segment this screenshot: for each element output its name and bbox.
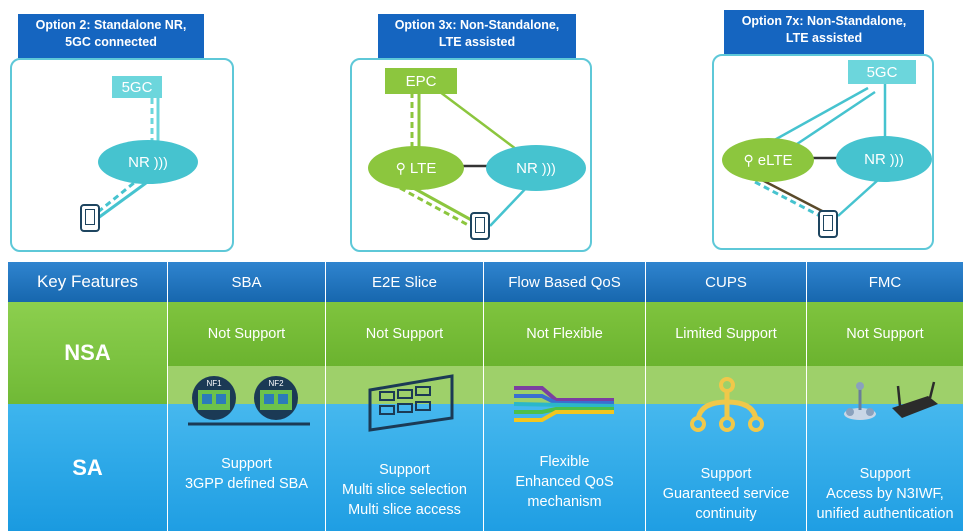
sa-fmc-line2: Access by N3IWF, bbox=[826, 486, 944, 502]
option3x-lte-node: ⚲ LTE bbox=[368, 146, 464, 190]
option2-nr-node: NR ))) bbox=[98, 140, 198, 184]
option2-title: Option 2: Standalone NR, 5GC connected bbox=[18, 14, 204, 58]
col-header-flow-qos: Flow Based QoS bbox=[484, 262, 645, 302]
option2-title-line2: 5GC connected bbox=[65, 35, 157, 49]
sa-e2e-line3: Multi slice access bbox=[348, 502, 461, 518]
option7x-elte-label: eLTE bbox=[757, 151, 793, 169]
nf2-label: NF2 bbox=[268, 379, 284, 388]
sa-qos-line2: Enhanced QoS bbox=[515, 474, 614, 490]
option7x-title: Option 7x: Non-Standalone, LTE assisted bbox=[724, 10, 924, 54]
tower-icon: ⚲ bbox=[395, 159, 406, 176]
option7x-nr-node: NR ))) bbox=[836, 136, 932, 182]
sa-e2e-line2: Multi slice selection bbox=[342, 482, 467, 498]
col-header-e2e-slice: E2E Slice bbox=[326, 262, 483, 302]
sa-cell-flow-qos: Flexible Enhanced QoS mechanism bbox=[484, 452, 645, 512]
slice-grid-icon bbox=[366, 374, 456, 432]
sa-cell-cups: Support Guaranteed service continuity bbox=[646, 464, 806, 524]
sa-row-label: SA bbox=[8, 404, 167, 531]
option7x-phone-icon bbox=[818, 210, 838, 238]
mid-band-fmc bbox=[807, 366, 963, 404]
sa-band-cups bbox=[646, 404, 806, 531]
sa-band-flow-qos bbox=[484, 404, 645, 531]
option3x-title: Option 3x: Non-Standalone, LTE assisted bbox=[378, 14, 576, 58]
nsa-cell-cups: Limited Support bbox=[646, 302, 806, 366]
flow-streams-icon bbox=[512, 382, 616, 428]
split-plane-icon bbox=[686, 376, 768, 432]
signal-icon: ))) bbox=[889, 151, 904, 167]
mid-band-flow-qos bbox=[484, 366, 645, 404]
nsa-cell-fmc: Not Support bbox=[807, 302, 963, 366]
sa-fmc-line1: Support bbox=[859, 466, 911, 482]
col-header-fmc: FMC bbox=[807, 262, 963, 302]
sa-band-fmc bbox=[807, 404, 963, 531]
option3x-title-line2: LTE assisted bbox=[438, 35, 516, 49]
option2-title-line1: Option 2: Standalone NR, bbox=[35, 18, 187, 32]
sa-qos-line3: mechanism bbox=[527, 494, 602, 510]
nsa-cell-e2e-slice: Not Support bbox=[326, 302, 483, 366]
sa-cups-line1: Support bbox=[700, 466, 752, 482]
nsa-row-label: NSA bbox=[8, 302, 167, 404]
nsa-cell-flow-qos: Not Flexible bbox=[484, 302, 645, 366]
nsa-cell-sba: Not Support bbox=[168, 302, 325, 366]
nf1-label: NF1 bbox=[206, 379, 222, 388]
option2-core-node: 5GC bbox=[112, 76, 162, 98]
option2-phone-icon bbox=[80, 204, 100, 232]
col-header-cups: CUPS bbox=[646, 262, 806, 302]
option7x-elte-node: ⚲ eLTE bbox=[722, 138, 814, 182]
sa-cups-line2: Guaranteed service bbox=[662, 486, 790, 502]
topology-links bbox=[97, 84, 887, 228]
option7x-title-line2: LTE assisted bbox=[785, 31, 863, 45]
sa-sba-line1: Support bbox=[221, 456, 272, 472]
option3x-core-node: EPC bbox=[385, 68, 457, 94]
sa-e2e-line1: Support bbox=[379, 462, 430, 478]
sa-cell-fmc: Support Access by N3IWF, unified authent… bbox=[807, 464, 963, 524]
sa-sba-line2: 3GPP defined SBA bbox=[184, 476, 309, 492]
signal-icon: ))) bbox=[541, 160, 556, 176]
sa-cell-e2e-slice: Support Multi slice selection Multi slic… bbox=[326, 460, 483, 520]
option7x-title-line1: Option 7x: Non-Standalone, bbox=[741, 14, 907, 28]
router-icon bbox=[840, 378, 940, 426]
col-header-sba: SBA bbox=[168, 262, 325, 302]
option3x-lte-label: LTE bbox=[409, 159, 437, 177]
sa-qos-line1: Flexible bbox=[539, 454, 590, 470]
key-features-header: Key Features bbox=[8, 262, 167, 302]
option7x-nr-label: NR bbox=[864, 150, 886, 168]
nf-servers-icon: NF1 NF2 bbox=[188, 374, 310, 430]
option3x-nr-label: NR bbox=[516, 159, 538, 177]
tower-icon: ⚲ bbox=[743, 151, 754, 168]
option3x-phone-icon bbox=[470, 212, 490, 240]
option3x-title-line1: Option 3x: Non-Standalone, bbox=[394, 18, 560, 32]
option2-nr-label: NR bbox=[128, 153, 150, 171]
signal-icon: ))) bbox=[153, 154, 168, 170]
option3x-nr-node: NR ))) bbox=[486, 145, 586, 191]
option7x-core-node: 5GC bbox=[848, 60, 916, 84]
sa-fmc-line3: unified authentication bbox=[816, 506, 954, 522]
sa-cups-line3: continuity bbox=[695, 506, 757, 522]
sa-cell-sba: Support 3GPP defined SBA bbox=[168, 454, 325, 494]
